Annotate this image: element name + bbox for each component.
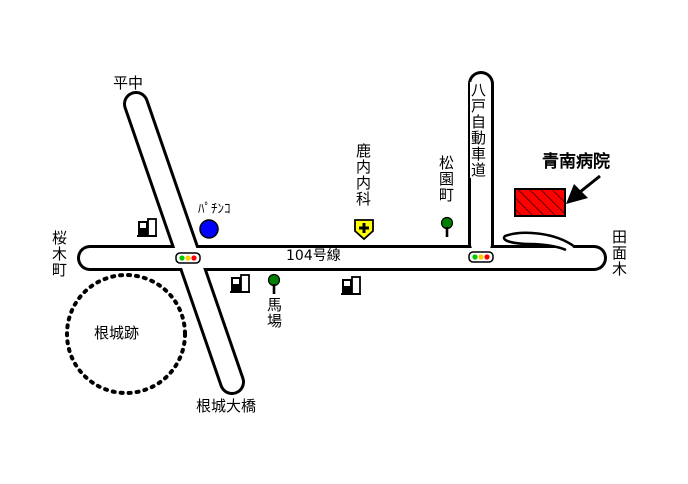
clinic-cross-icon — [354, 219, 374, 241]
tree-icon — [267, 273, 281, 294]
label-nejo-ruins: 根城跡 — [94, 324, 140, 342]
label-kanouchi-naika: 鹿内内科 — [354, 143, 372, 207]
label-hiranaka: 平中 — [113, 74, 144, 92]
label-seinan-hospital: 青南病院 — [542, 152, 610, 172]
label-sakuragicho: 桜木町 — [50, 230, 68, 278]
label-matsuzonocho: 松園町 — [437, 155, 455, 203]
nejo-ruins-boundary — [65, 273, 187, 395]
gas-station-icon — [341, 276, 361, 295]
hospital-building-icon — [514, 188, 566, 217]
gas-station-icon — [230, 274, 250, 293]
label-hachinohe-expressway: 八戸自動車道 — [469, 82, 487, 178]
traffic-light-icon — [468, 251, 494, 263]
label-pachinko: ﾊﾟﾁﾝｺ — [198, 202, 231, 217]
road-hiranaka-nejo — [126, 94, 242, 392]
gas-station-icon — [137, 218, 157, 237]
label-nejo-ohashi: 根城大橋 — [196, 397, 257, 415]
hospital-access-road — [502, 231, 576, 252]
blue-circle-icon — [199, 219, 219, 239]
label-tamenoki: 田面木 — [610, 229, 628, 277]
arrow-icon — [566, 174, 601, 204]
label-road-104: 104号線 — [286, 248, 341, 264]
tree-icon — [440, 216, 454, 237]
label-baba: 馬場 — [265, 297, 283, 329]
traffic-light-icon — [175, 252, 201, 264]
